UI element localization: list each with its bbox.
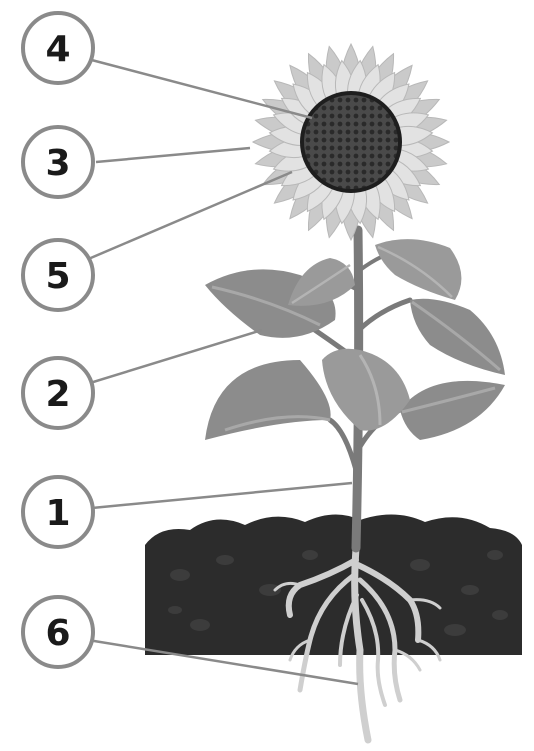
- callout-5-text: 5: [45, 256, 70, 297]
- callout-1-text: 1: [45, 493, 70, 534]
- leader-line-5: [86, 172, 292, 260]
- leader-line-2: [90, 330, 262, 383]
- callout-4: 4: [23, 13, 93, 83]
- leader-line-3: [96, 148, 250, 162]
- callout-2-text: 2: [45, 374, 70, 415]
- callout-3: 3: [23, 127, 93, 197]
- leader-line-1: [92, 483, 352, 508]
- callout-4-text: 4: [45, 29, 70, 70]
- callout-6: 6: [23, 597, 93, 667]
- callout-6-text: 6: [45, 613, 70, 654]
- soil: [145, 514, 522, 655]
- callout-3-text: 3: [45, 143, 70, 184]
- flower-center: [302, 93, 400, 191]
- callout-1: 1: [23, 477, 93, 547]
- callout-2: 2: [23, 358, 93, 428]
- callout-5: 5: [23, 240, 93, 310]
